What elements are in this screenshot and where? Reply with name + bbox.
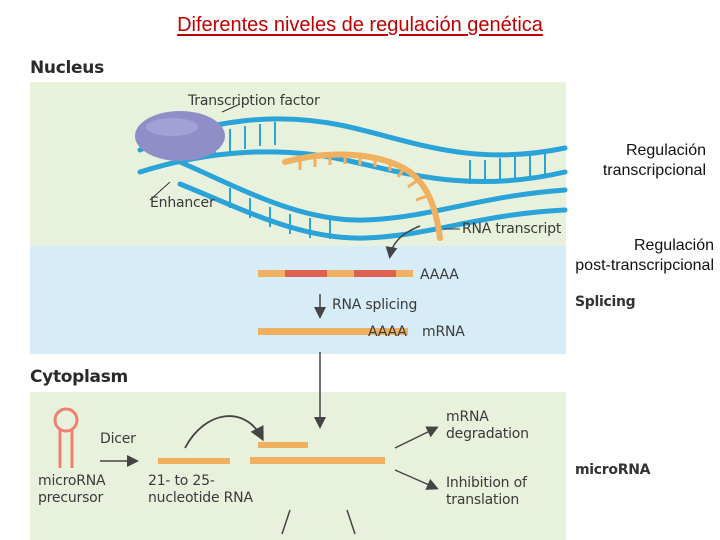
microrna-hairpin xyxy=(53,407,79,468)
label-transcription-factor: Transcription factor xyxy=(188,93,320,109)
label-transcriptional-regulation: Regulación transcripcional xyxy=(602,142,706,179)
label-inhibition-of-translation: Inhibition of translation xyxy=(446,475,527,508)
label-mrna-degradation: mRNA degradation xyxy=(446,409,529,442)
pre-mrna xyxy=(258,270,413,277)
short-rna xyxy=(158,458,230,464)
label-aaaa-mature: AAAA xyxy=(368,324,407,340)
label-splicing: Splicing xyxy=(575,294,636,310)
label-nucleotide-rna: 21- to 25- nucleotide RNA xyxy=(148,473,253,506)
nucleus-heading: Nucleus xyxy=(30,58,104,78)
label-enhancer: Enhancer xyxy=(150,195,215,211)
bound-mirna xyxy=(258,442,308,448)
label-microrna: microRNA xyxy=(575,462,651,478)
label-dicer: Dicer xyxy=(100,431,136,447)
page-title: Diferentes niveles de regulación genétic… xyxy=(177,14,543,36)
label-rna-splicing: RNA splicing xyxy=(332,297,418,313)
label-aaaa-pre: AAAA xyxy=(420,267,459,283)
label-post-transcriptional-regulation: Regulación post-transcripcional xyxy=(575,237,714,274)
nucleus-splicing-panel xyxy=(30,246,566,354)
mature-mrna xyxy=(258,328,408,335)
target-mrna xyxy=(250,457,385,464)
rna-transcript-strand xyxy=(282,151,443,241)
rna-bases xyxy=(298,152,428,202)
cytoplasm-panel xyxy=(30,392,566,540)
cytoplasm-heading: Cytoplasm xyxy=(30,367,128,387)
label-mrna: mRNA xyxy=(422,324,465,340)
label-microrna-precursor: microRNA precursor xyxy=(38,473,106,506)
label-rna-transcript: RNA transcript xyxy=(462,221,562,237)
